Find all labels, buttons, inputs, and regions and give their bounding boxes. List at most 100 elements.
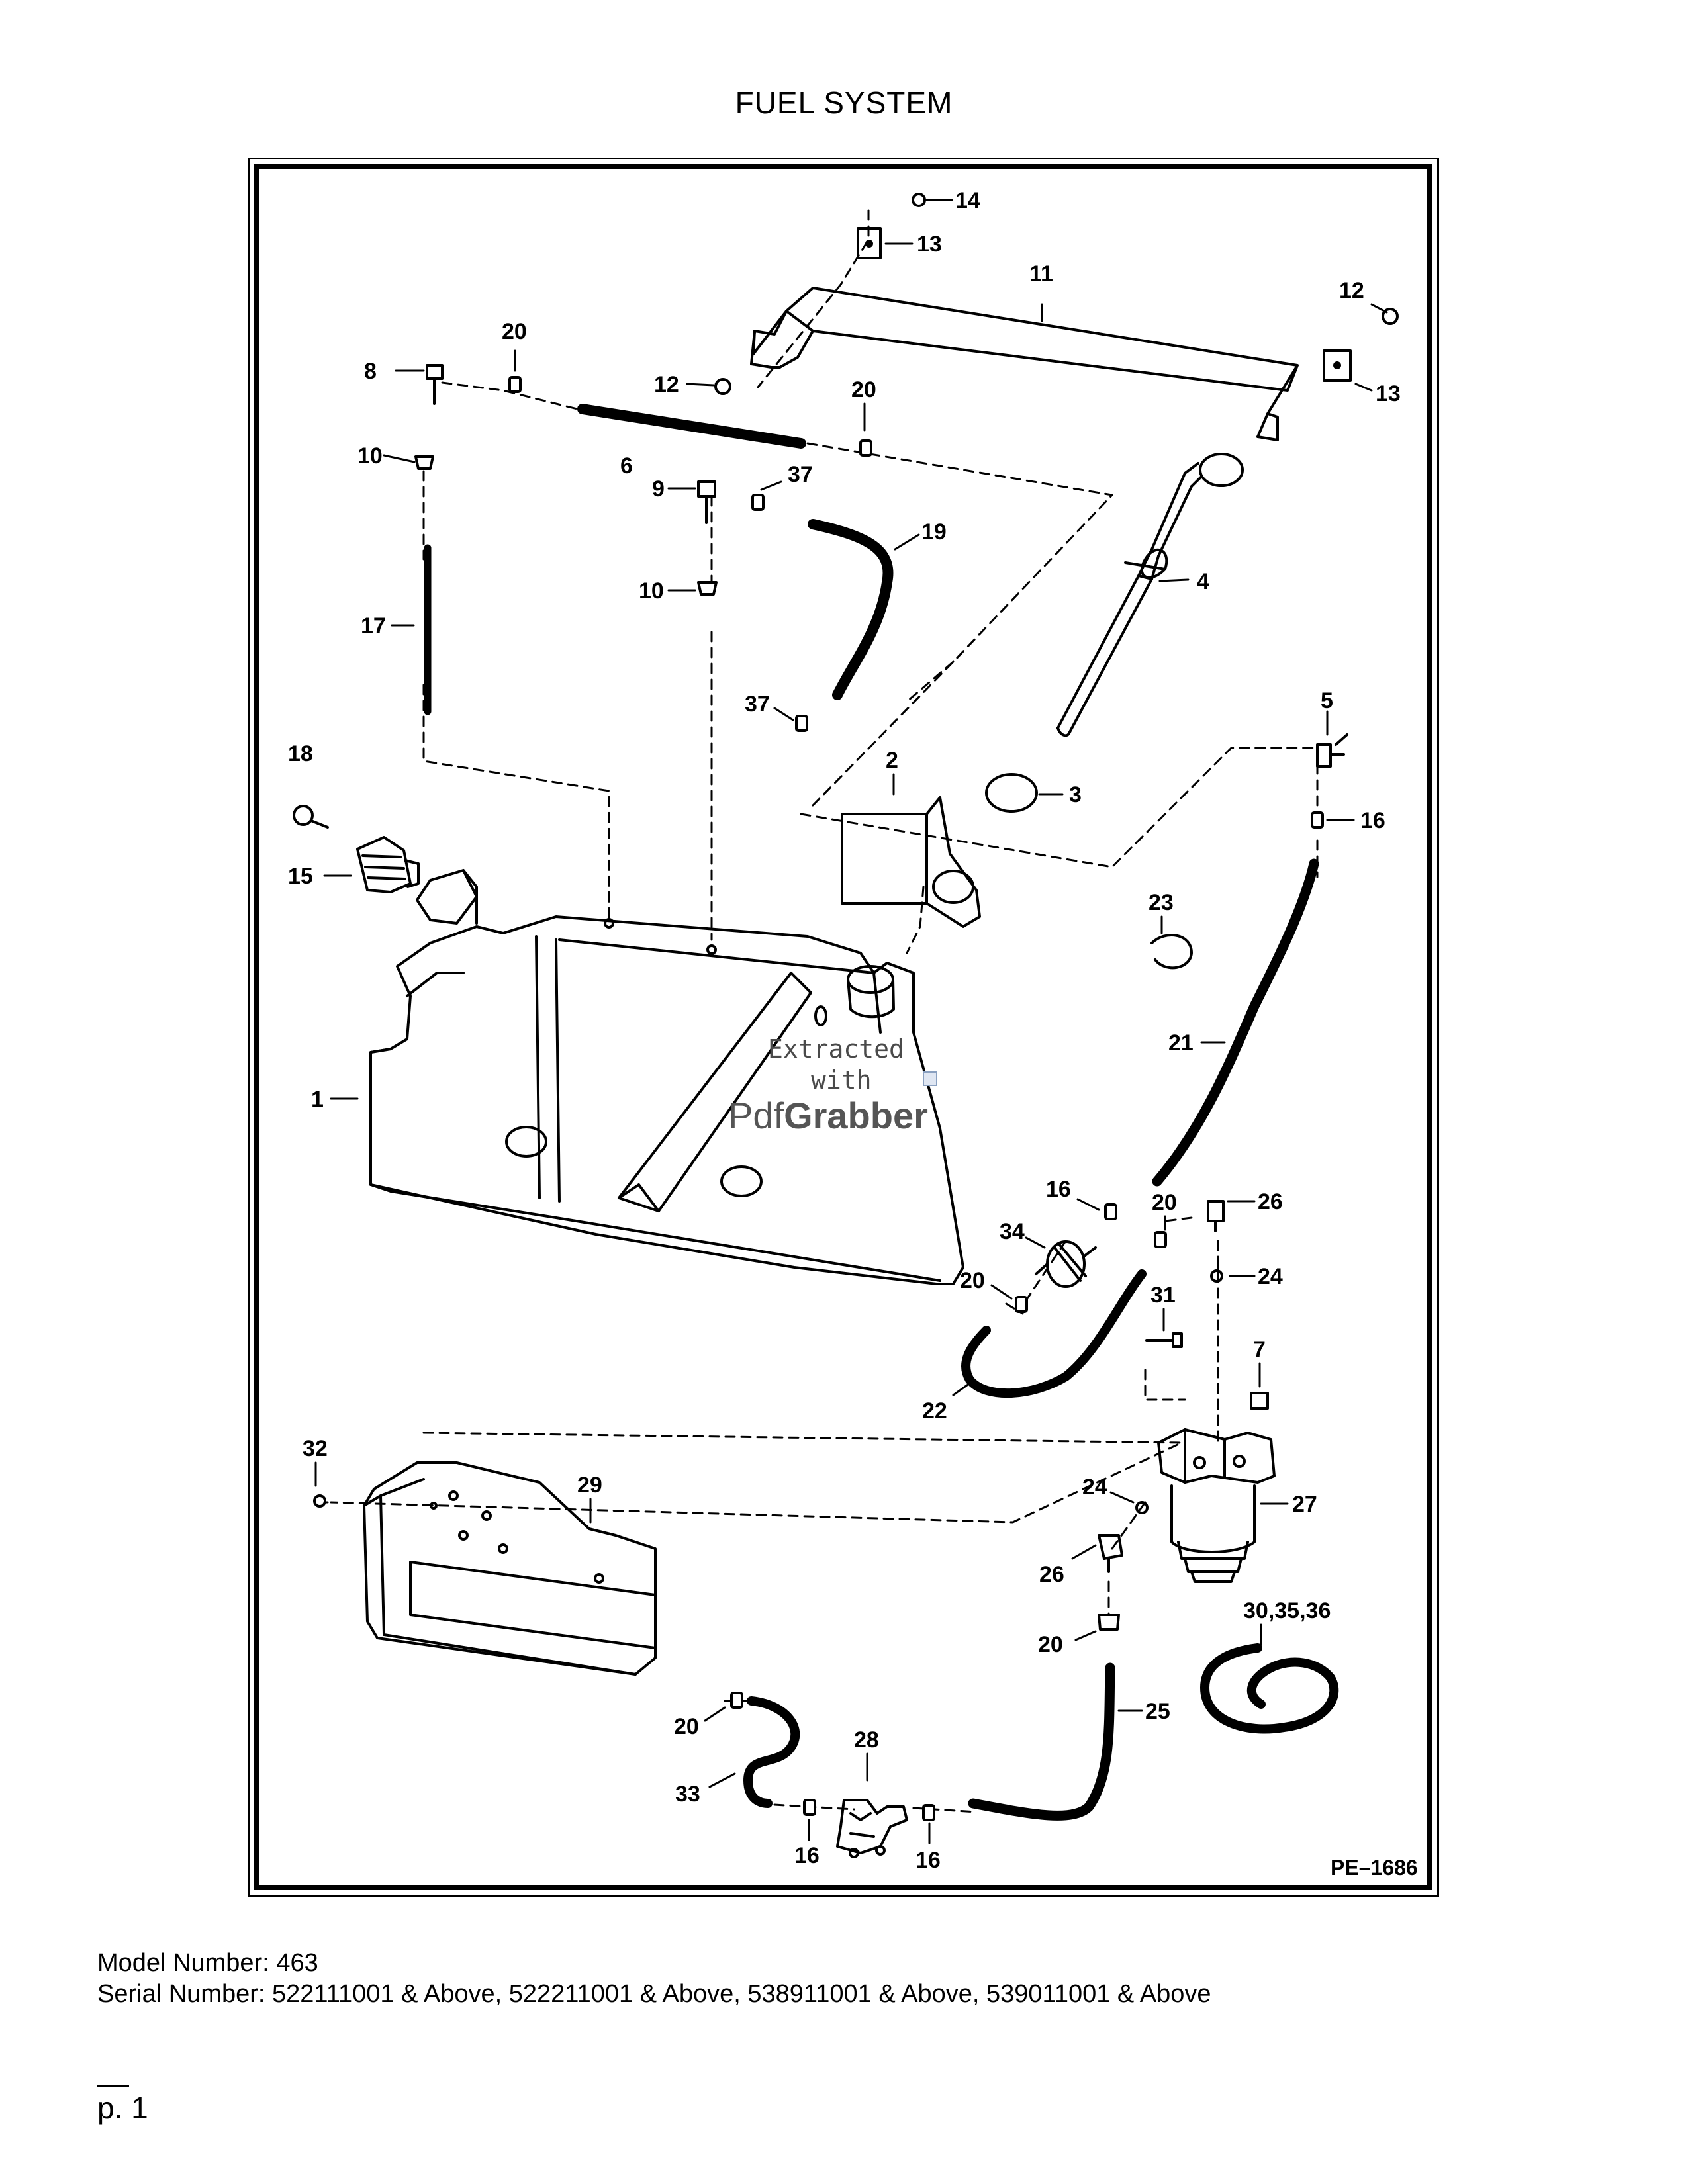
part-16-clamp-a: [1311, 811, 1324, 829]
part-27-fuel-filter: [1157, 1428, 1276, 1583]
callout-16d: 16: [915, 1848, 941, 1873]
callout-32: 32: [303, 1436, 328, 1461]
callout-16b: 16: [1046, 1177, 1071, 1202]
clamps-20-upper: [508, 376, 872, 457]
callout-labels: 14 13 11 12 13 20 8 12 20 10 6 9 37 19 4…: [288, 188, 1401, 1873]
part-37-clamp-lower: [795, 715, 808, 732]
callout-3: 3: [1069, 782, 1082, 807]
callout-25: 25: [1145, 1699, 1170, 1724]
callout-20d: 20: [960, 1268, 985, 1293]
callout-20e: 20: [1038, 1632, 1063, 1657]
serial-number: Serial Number: 522111001 & Above, 522211…: [97, 1980, 1211, 2008]
callout-1: 1: [311, 1087, 324, 1112]
callout-30-35-36: 30,35,36: [1243, 1598, 1331, 1623]
part-16-clamp-h: [922, 1804, 935, 1821]
part-20-clamp-d: [1015, 1296, 1028, 1313]
part-16-clamp-b: [1104, 1203, 1117, 1220]
part-24-washer-lower: [1135, 1501, 1149, 1514]
part-1-fuel-tank: [369, 869, 964, 1285]
callout-12a: 12: [1339, 278, 1364, 303]
model-number: Model Number: 463: [97, 1949, 318, 1977]
callout-37a: 37: [788, 462, 813, 487]
watermark-logo-icon: [923, 1071, 937, 1086]
callout-22: 22: [922, 1398, 947, 1424]
figure-id: PE–1686: [1331, 1856, 1418, 1880]
callout-leader-lines: [314, 199, 1388, 1844]
part-2-bracket: [841, 796, 981, 928]
page-number: p. 1: [97, 2091, 148, 2125]
part-33-hose: [743, 1696, 800, 1808]
callout-14: 14: [955, 188, 980, 213]
part-5-fitting: [1316, 733, 1348, 768]
part-7-plug: [1250, 1392, 1269, 1410]
callout-27: 27: [1292, 1492, 1317, 1517]
callout-9: 9: [652, 477, 665, 502]
part-34-inline-filter: [1035, 1240, 1097, 1288]
part-26-fitting-upper: [1207, 1200, 1225, 1232]
part-11-support-bar: [750, 287, 1299, 441]
part-15-filler-cap: [356, 836, 420, 893]
part-37-clamp-upper: [751, 494, 765, 511]
callout-16c: 16: [794, 1843, 820, 1868]
part-23-clamp: [1150, 934, 1193, 970]
callout-26a: 26: [1258, 1189, 1283, 1214]
part-20-clamp-c: [1154, 1231, 1167, 1248]
callout-20a: 20: [502, 319, 527, 344]
callout-4: 4: [1197, 569, 1209, 594]
callout-17: 17: [361, 614, 386, 639]
watermark-brand: PdfGrabber: [728, 1095, 928, 1136]
callout-34: 34: [1000, 1219, 1025, 1244]
callout-8: 8: [364, 359, 377, 384]
callout-26b: 26: [1039, 1562, 1064, 1587]
callout-2: 2: [886, 748, 898, 773]
callout-16a: 16: [1360, 808, 1385, 833]
part-6-hose: [577, 404, 806, 449]
part-31-bolt: [1145, 1332, 1183, 1348]
callout-37b: 37: [745, 692, 770, 717]
callout-24b: 24: [1082, 1475, 1107, 1500]
callout-7: 7: [1253, 1337, 1266, 1362]
page-title: FUEL SYSTEM: [735, 85, 953, 120]
part-16-clamp-g: [803, 1799, 816, 1816]
part-30-35-36-coiled-hose: [1200, 1643, 1339, 1734]
watermark-brand-a: Pdf: [728, 1095, 784, 1136]
part-18-vent: [293, 805, 329, 829]
part-19-hose: [808, 519, 894, 700]
callout-6: 6: [620, 453, 633, 478]
diagram-frame: [254, 164, 1432, 1890]
part-3-o-ring: [985, 773, 1038, 813]
callout-12b: 12: [654, 372, 679, 397]
part-10-grommet-upper: [414, 455, 434, 470]
callout-20f: 20: [674, 1714, 699, 1739]
part-20-clamp-f: [730, 1692, 743, 1709]
callout-13b: 13: [1376, 381, 1401, 406]
callout-28: 28: [854, 1727, 879, 1752]
callout-24a: 24: [1258, 1264, 1283, 1289]
part-29-fuel-tank-guard: [363, 1461, 657, 1676]
callout-21: 21: [1168, 1030, 1194, 1056]
diagram-frame-outer: [248, 158, 1439, 1897]
callout-10b: 10: [639, 578, 664, 604]
part-4-fuel-sender: [1056, 453, 1244, 737]
page-number-rule: [97, 2085, 129, 2087]
callout-23: 23: [1149, 890, 1174, 915]
callout-18: 18: [288, 741, 313, 766]
callout-20c: 20: [1152, 1190, 1177, 1215]
part-21-hose: [1152, 858, 1319, 1187]
watermark-line1: Extracted: [768, 1034, 904, 1064]
part-32-bolt: [313, 1494, 326, 1508]
part-8-elbow-fitting: [426, 364, 444, 405]
callout-20b: 20: [851, 377, 876, 402]
part-24-washer-upper: [1210, 1269, 1223, 1283]
callout-19: 19: [921, 520, 947, 545]
callout-15: 15: [288, 864, 313, 889]
part-13-plates: [857, 227, 1352, 382]
watermark: Extracted with PdfGrabber: [728, 1034, 937, 1136]
part-26-fitting-lower: [1098, 1534, 1123, 1573]
part-28-fuel-pump: [836, 1799, 908, 1858]
part-10-grommet-lower: [697, 581, 718, 596]
assembly-dashed-lines: [323, 209, 1319, 1813]
part-25-hose: [968, 1662, 1115, 1821]
watermark-line2: with: [811, 1066, 872, 1095]
